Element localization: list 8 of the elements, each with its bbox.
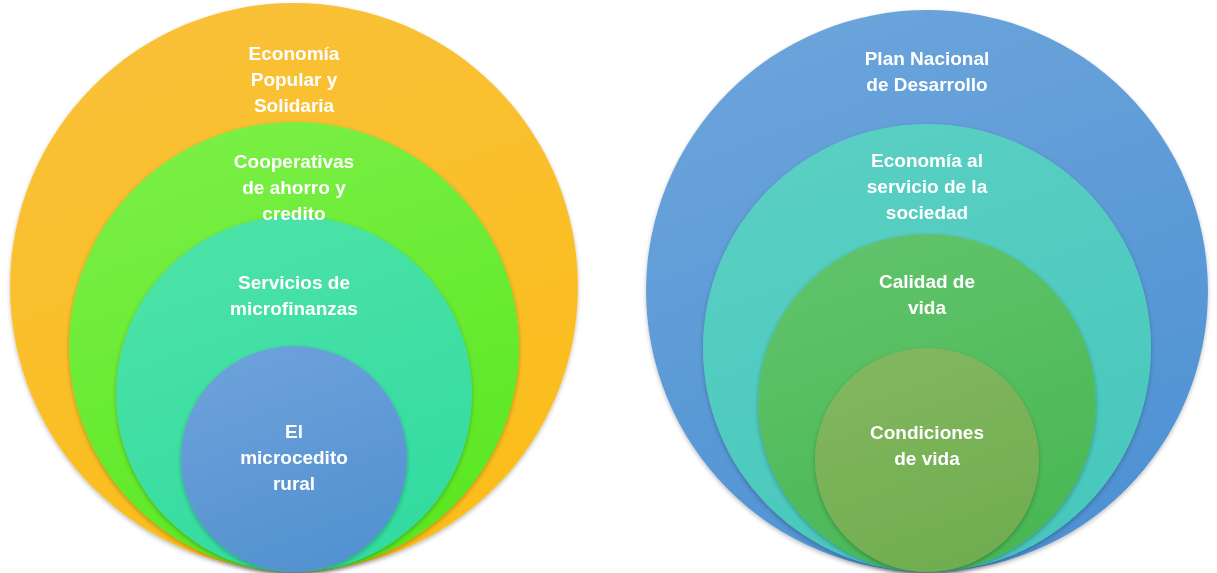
circle-label: Calidad de vida: [877, 270, 977, 320]
circle-label: Economía Popular y Solidaria: [247, 42, 341, 118]
circle-label: Cooperativas de ahorro y credito: [232, 150, 356, 226]
circle-label: El microcedito rural: [239, 420, 349, 496]
circle-label: Servicios de microfinanzas: [229, 271, 359, 321]
circle-label: Condiciones de vida: [869, 421, 985, 471]
circle-label: Plan Nacional de Desarrollo: [864, 47, 990, 97]
circle-label: Economía al servicio de la sociedad: [865, 149, 989, 225]
